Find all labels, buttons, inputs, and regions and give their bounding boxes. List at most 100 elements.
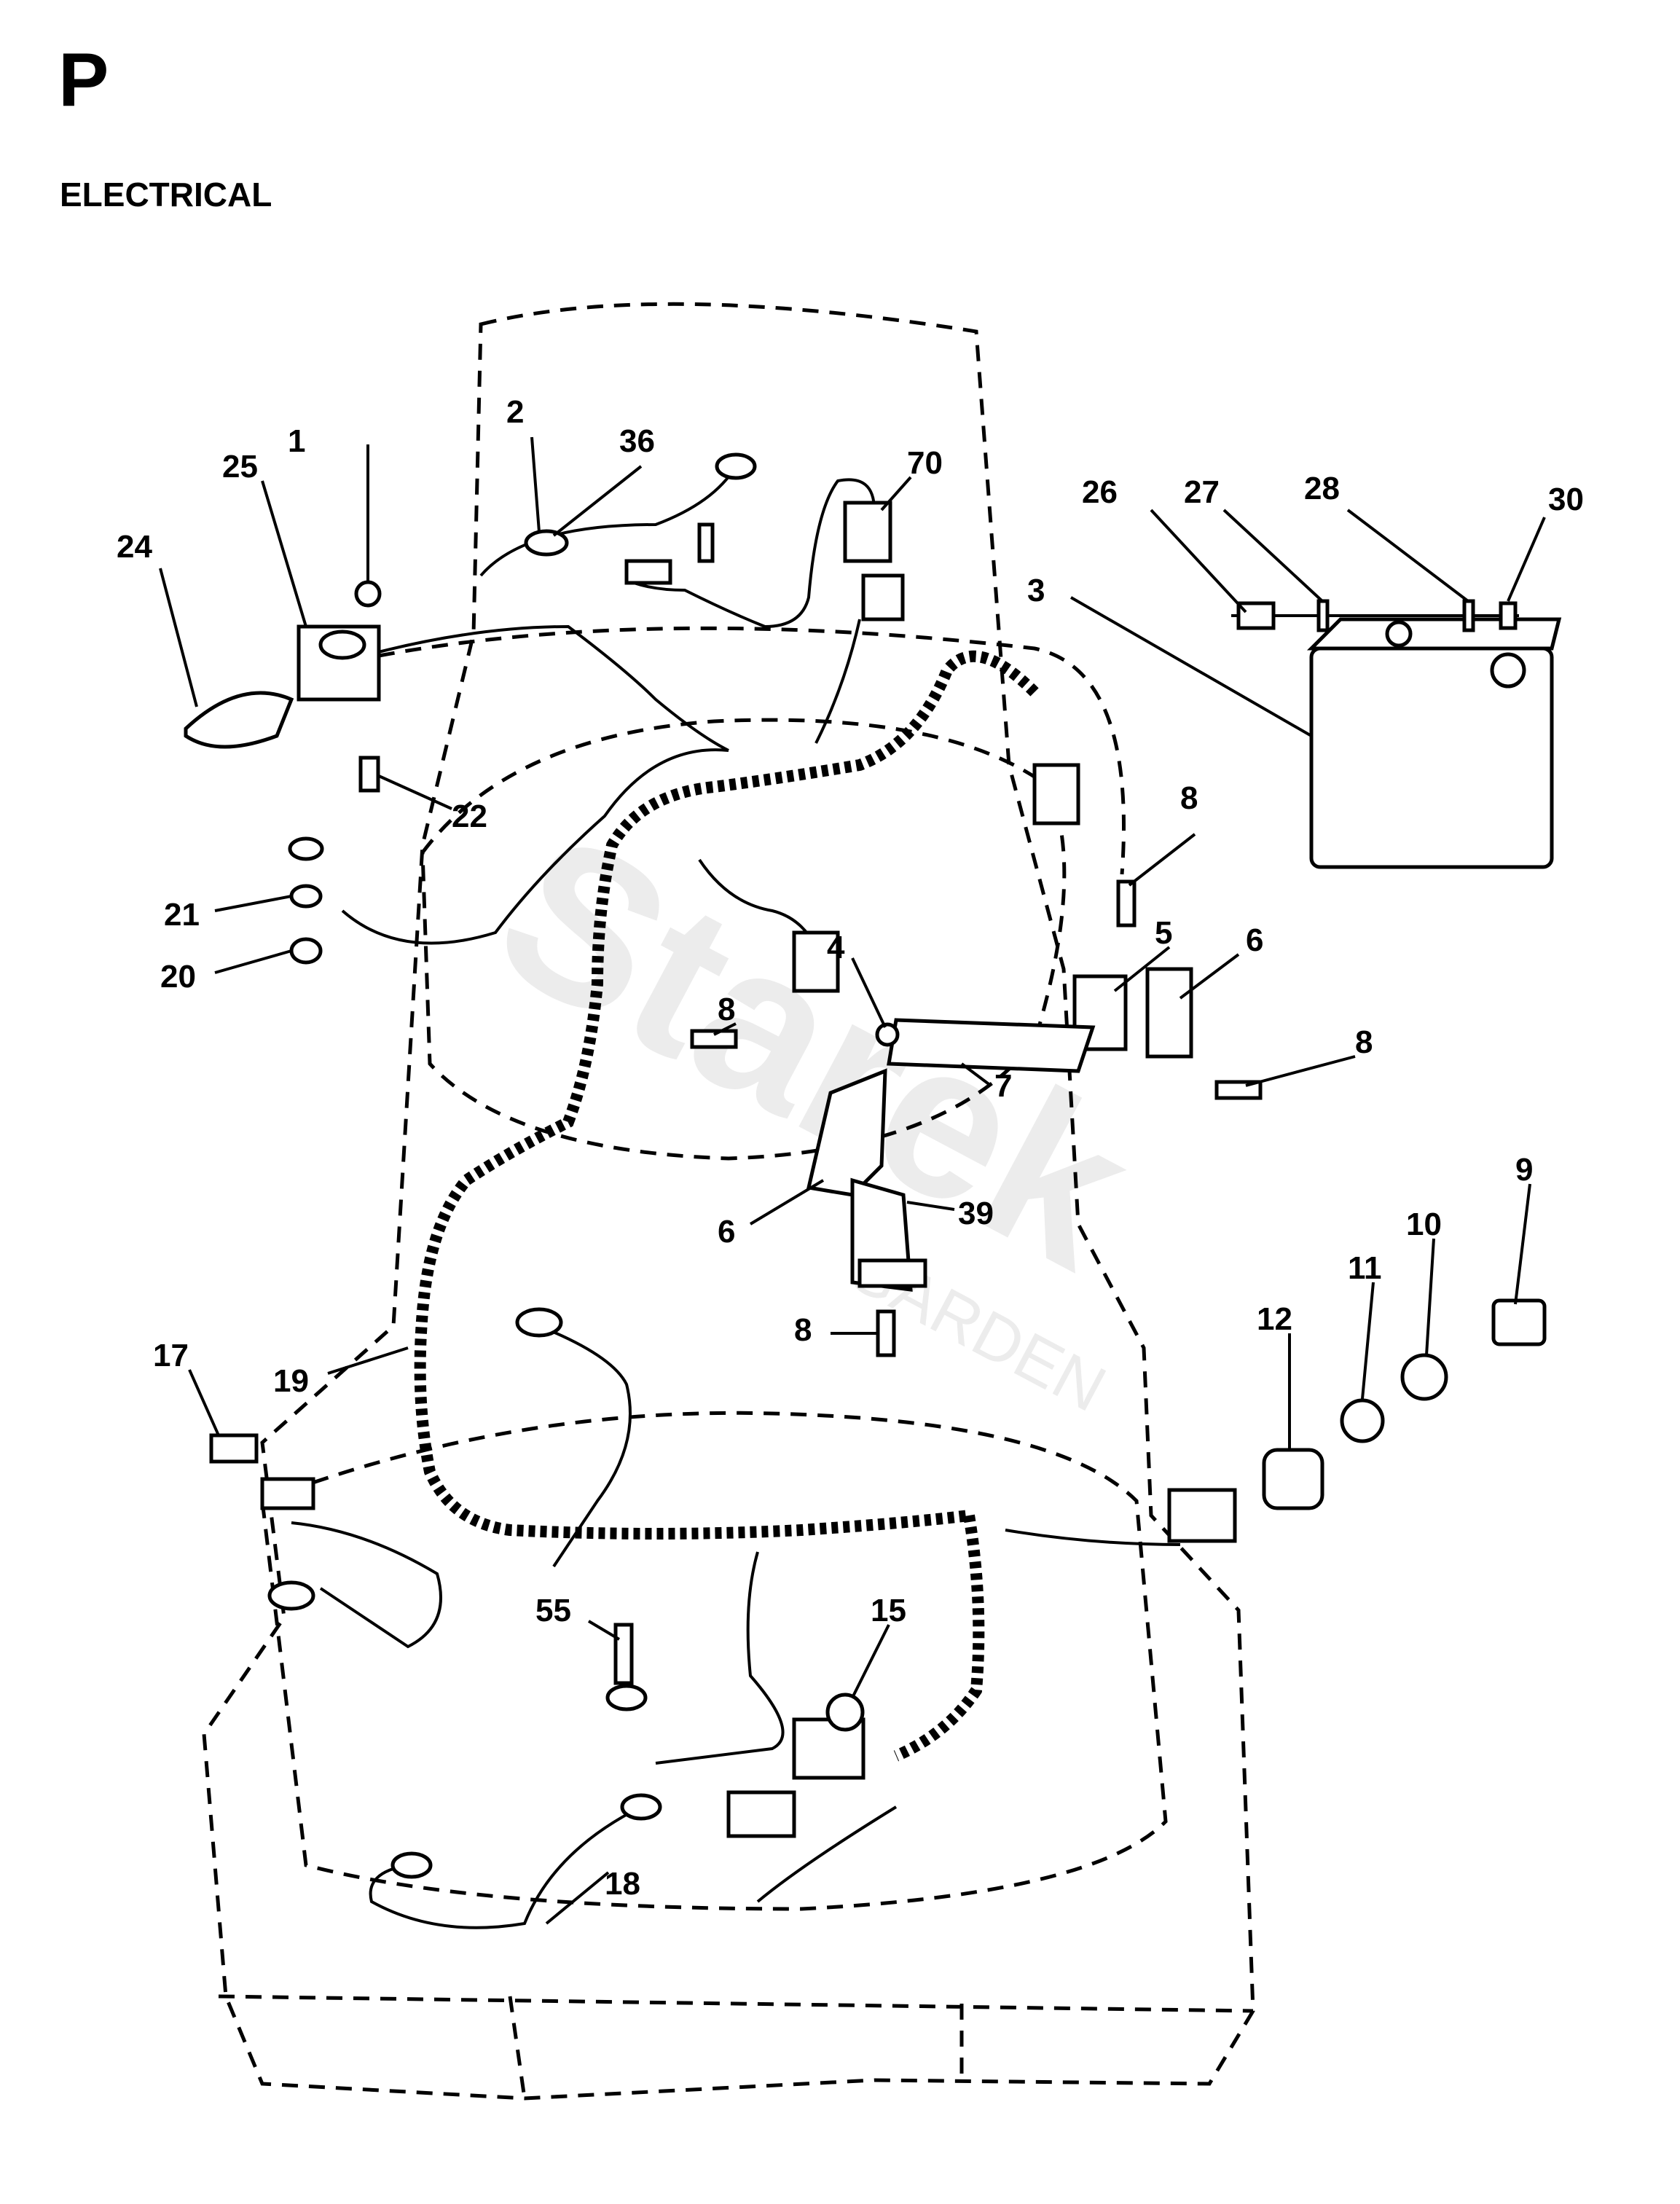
callout-8-upper: 8	[1180, 780, 1198, 816]
front-outline	[218, 1994, 1254, 2099]
callout-70: 70	[907, 445, 943, 481]
leader-2	[530, 436, 541, 533]
callout-19: 19	[273, 1363, 309, 1399]
callout-4: 4	[827, 930, 845, 965]
leader-8-right	[1245, 1055, 1356, 1087]
secondary-harness-coil	[893, 1514, 985, 1762]
leader-19	[327, 1346, 409, 1375]
cover-24	[184, 691, 294, 749]
plug-wire	[698, 858, 817, 948]
callout-55: 55	[535, 1593, 571, 1628]
washer-21	[289, 884, 323, 909]
screw-8-center	[690, 1029, 738, 1049]
callout-11: 11	[1348, 1250, 1382, 1286]
hood-outline	[202, 302, 1255, 2101]
leader-36	[552, 465, 643, 537]
nut-4	[875, 1022, 900, 1047]
leader-6-right	[1179, 953, 1240, 1000]
ring-terminal-36	[715, 452, 757, 480]
ground-terminal-2	[524, 529, 569, 557]
pto-terminal	[267, 1580, 315, 1611]
frame-outline	[378, 626, 1126, 875]
leader-15	[851, 1624, 890, 1698]
leader-5	[1113, 946, 1171, 992]
wiring-harness-coil	[414, 650, 1039, 1762]
callout-30: 30	[1548, 482, 1584, 517]
starter-connector	[726, 1790, 796, 1838]
section-title: ELECTRICAL	[60, 176, 272, 213]
callout-20: 20	[160, 959, 196, 995]
callout-7: 7	[994, 1068, 1012, 1104]
key-9	[1491, 1298, 1547, 1346]
harness-ground-terminal	[515, 1307, 563, 1338]
callout-8-right: 8	[1355, 1024, 1373, 1060]
bracket-7	[887, 1018, 1096, 1073]
screw-22	[358, 756, 380, 793]
callout-18: 18	[605, 1866, 640, 1902]
leader-17	[188, 1369, 220, 1436]
ring-terminal	[288, 836, 324, 861]
callout-26: 26	[1082, 474, 1118, 510]
body-outline	[260, 1411, 1168, 1911]
solenoid-wire	[756, 1805, 898, 1903]
main-harness-coil	[414, 650, 1039, 1540]
leader-9	[1514, 1183, 1531, 1305]
switch-wire	[364, 624, 729, 752]
leader-39	[906, 1201, 955, 1211]
callout-27: 27	[1184, 474, 1220, 510]
callout-6-center: 6	[718, 1214, 735, 1250]
ignition-switch-top	[318, 630, 366, 660]
ring-10	[1400, 1353, 1448, 1401]
callout-leaders	[159, 436, 1546, 1925]
pto-wire	[291, 1521, 442, 1649]
ignition-connector	[1167, 1488, 1237, 1543]
leader-27	[1222, 509, 1324, 603]
leader-3	[1070, 596, 1312, 737]
leader-70	[880, 476, 912, 511]
battery-terminal-neg	[1385, 620, 1413, 648]
callout-28: 28	[1304, 471, 1340, 506]
body-ground-wire	[655, 1551, 785, 1765]
battery-nut	[1499, 601, 1518, 630]
battery-spring	[1236, 601, 1276, 630]
leader-4	[851, 957, 887, 1028]
bracket-39-foot	[857, 1258, 927, 1288]
callout-8-center: 8	[718, 992, 735, 1027]
battery-terminal-pos	[1490, 652, 1526, 689]
leader-55	[587, 1620, 621, 1641]
switch-6-right	[1145, 967, 1193, 1059]
ground-wire	[341, 748, 729, 945]
battery-top	[1306, 617, 1562, 651]
callout-21: 21	[164, 897, 200, 933]
callout-15: 15	[871, 1593, 906, 1628]
plug-70	[624, 559, 672, 585]
nut-1	[354, 580, 382, 608]
callout-6-right: 6	[1246, 922, 1263, 958]
connector-70	[843, 501, 892, 563]
callout-17: 17	[153, 1338, 189, 1373]
battery-clip	[1462, 599, 1475, 632]
callout-12: 12	[1257, 1301, 1292, 1337]
upper-ground-wire	[479, 465, 737, 577]
leader-7	[960, 1062, 992, 1087]
parts	[184, 452, 1562, 1879]
leader-10	[1425, 1238, 1435, 1356]
ground-terminal-55	[605, 1684, 648, 1711]
callout-8-lower: 8	[794, 1312, 812, 1348]
nut-20	[289, 937, 323, 965]
ground-terminal-18-upper	[620, 1793, 662, 1821]
leader-6-center	[749, 1179, 825, 1225]
leader-20	[214, 949, 292, 974]
leader-18	[545, 1871, 610, 1925]
callout-3: 3	[1027, 573, 1045, 608]
dash-panel-outline	[420, 718, 1067, 1161]
ground-terminal-18-lower	[390, 1851, 433, 1879]
battery-washer	[1316, 599, 1330, 632]
pin-70	[697, 522, 715, 563]
section-letter: P	[58, 38, 109, 122]
leader-25	[261, 480, 307, 627]
callout-labels: 1 2 3 4 5 6 6 7 8 8 8 8 9 10 11 12 15 17…	[117, 394, 1584, 1902]
leader-21	[214, 895, 292, 912]
leader-8-upper	[1128, 833, 1196, 887]
